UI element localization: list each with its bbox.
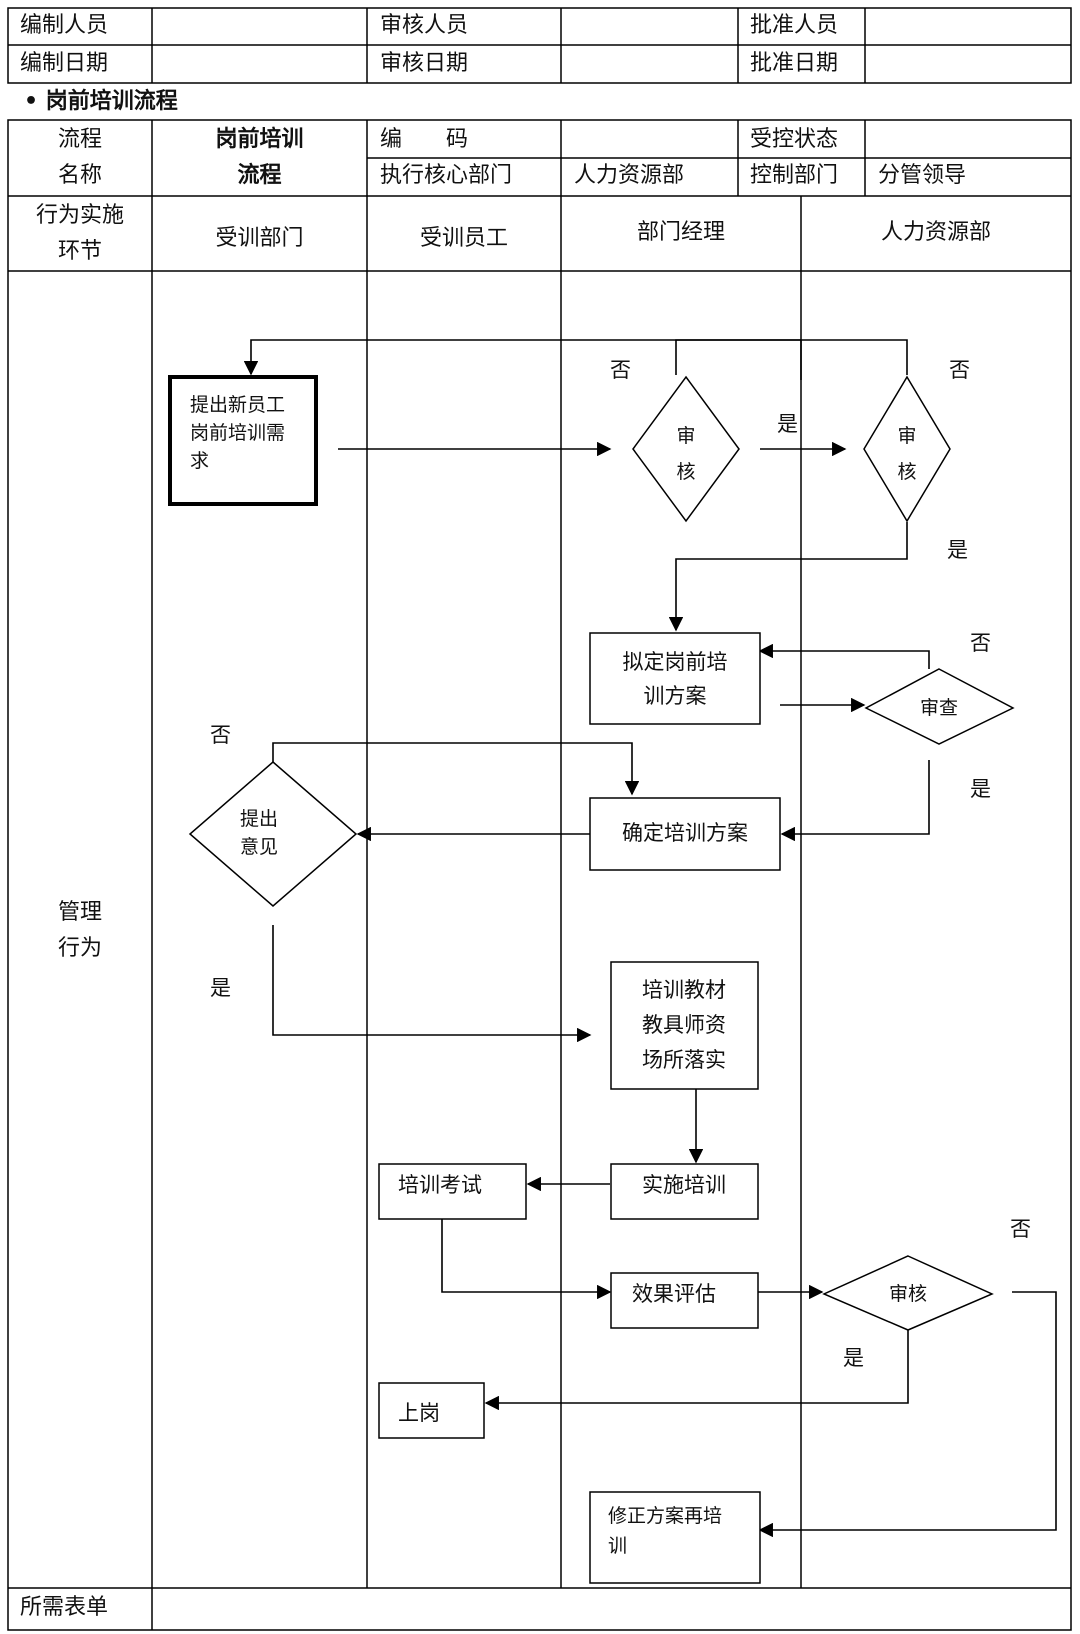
connector-d3-yes [780,760,930,842]
n2-label-2: 训方案 [644,684,707,708]
d1-no-label: 否 [610,358,631,382]
node-n5 [610,1163,759,1220]
core-dept-label: 执行核心部门 [380,163,513,188]
d1-yes-label: 是 [777,412,798,436]
connector-d5-no [758,1291,1057,1538]
d5-label: 审核 [889,1283,927,1305]
lane-header-dept: 受训部门 [215,226,304,251]
d3-label: 审查 [920,697,958,719]
decision-d5 [822,1255,994,1331]
node-n8 [378,1382,485,1439]
stage-label-2: 环节 [57,239,102,264]
header-approved-date-label: 批准日期 [750,51,839,76]
connector-d5-yes [484,1330,909,1411]
connector-d4-no [272,742,640,796]
code-label: 编 码 [380,127,469,152]
d3-no-label: 否 [970,631,991,655]
n4-label-2: 教具师资 [642,1013,726,1037]
d2-label-1: 审 [897,425,916,447]
decision-d3 [864,668,1015,745]
header-prepared-by-label: 编制人员 [20,13,109,38]
bullet-icon: • [24,89,39,114]
header-prepared-date-label: 编制日期 [20,51,109,76]
connector-to-n1 [243,339,801,376]
n9-label-2: 训 [608,1535,627,1557]
node-n4 [610,961,759,1090]
control-dept-label: 控制部门 [750,163,839,188]
row-label-2: 行为 [57,936,102,961]
n8-label: 上岗 [398,1401,440,1425]
n6-label: 培训考试 [398,1173,482,1197]
decision-d1 [632,375,740,523]
d1-label-2: 核 [676,461,695,483]
d2-label-2: 核 [897,461,916,483]
lane-header-employee: 受训员工 [419,226,508,251]
n1-label-2: 岗前培训需 [190,422,285,444]
n7-label: 效果评估 [632,1282,716,1306]
node-n3 [589,797,781,871]
forms-label: 所需表单 [20,1595,109,1620]
stage-label-1: 行为实施 [35,203,124,228]
d1-label-1: 审 [676,425,695,447]
process-name-label-2: 名称 [57,163,102,188]
lane-header-manager: 部门经理 [636,220,725,245]
core-dept-value: 人力资源部 [574,163,685,188]
connector-d2-n2 [668,522,908,632]
d2-yes-label: 是 [947,538,968,562]
n1-label-1: 提出新员工 [190,394,285,416]
node-n7 [610,1272,759,1329]
d4-label-2: 意见 [240,836,278,858]
n5-label: 实施培训 [642,1173,726,1197]
process-name-value-2: 流程 [237,163,282,188]
node-n6 [378,1163,527,1220]
n1-label-3: 求 [190,450,209,472]
node-n9 [589,1491,761,1584]
decision-d2 [863,375,951,523]
d4-yes-label: 是 [210,976,231,1000]
n3-label: 确定培训方案 [622,821,748,845]
n4-label-3: 场所落实 [642,1048,726,1072]
node-n1 [168,375,318,506]
connector-n6-n7 [441,1218,612,1300]
n2-label-1: 拟定岗前培 [623,650,728,674]
control-status-label: 受控状态 [750,127,839,152]
connector-d4-yes [272,925,592,1043]
node-n2 [589,632,761,725]
section-title: • 岗前培训流程 [24,89,178,114]
n9-label-1: 修正方案再培 [608,1505,722,1527]
row-label-1: 管理 [57,900,102,925]
header-approved-by-label: 批准人员 [750,13,839,38]
header-reviewed-date-label: 审核日期 [380,51,469,76]
process-name-label-1: 流程 [57,127,102,152]
decision-d4 [188,761,358,907]
connector-d3-no [758,643,930,669]
control-dept-value: 分管领导 [878,163,967,188]
d4-label-1: 提出 [240,808,278,830]
d5-yes-label: 是 [843,1346,864,1370]
process-name-value-1: 岗前培训 [215,127,304,152]
connector-top-loop [675,339,908,375]
d2-no-label: 否 [949,358,970,382]
lane-header-hr: 人力资源部 [880,220,991,245]
d4-no-label: 否 [210,723,231,747]
d5-no-label: 否 [1010,1217,1031,1241]
d3-yes-label: 是 [970,777,991,801]
n4-label-1: 培训教材 [642,978,726,1002]
header-reviewed-by-label: 审核人员 [380,13,469,38]
